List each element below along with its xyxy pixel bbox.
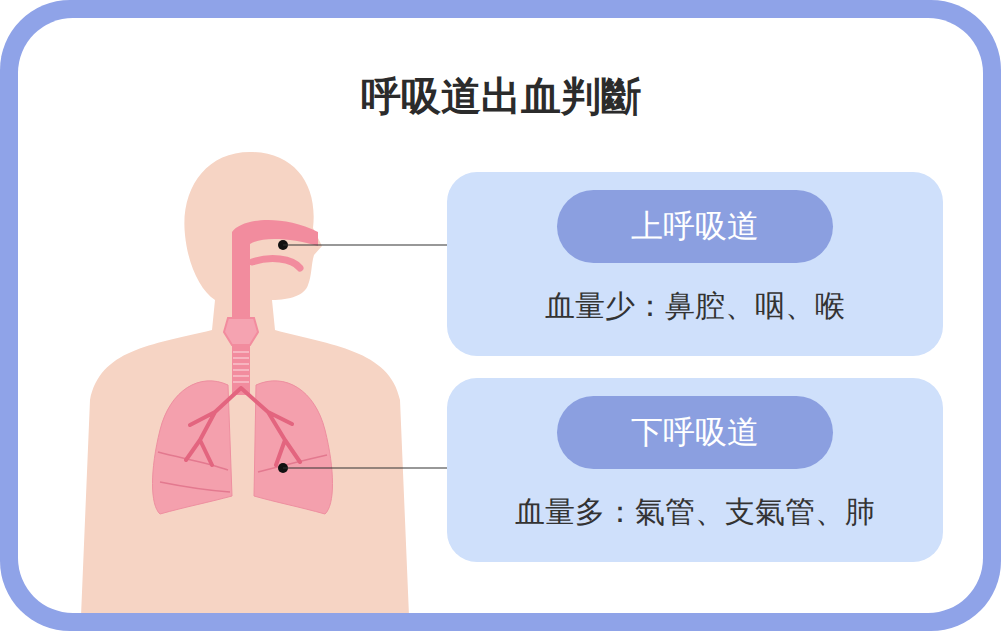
trachea-rings <box>233 352 249 382</box>
badge-label: 上呼吸道 <box>631 207 759 245</box>
upper-leader <box>283 244 447 245</box>
badge-label: 下呼吸道 <box>631 413 759 451</box>
trachea-ring <box>233 357 249 359</box>
lung-lobe-lines <box>158 452 327 492</box>
region-panel: 血量少：鼻腔、咽、喉上呼吸道 <box>447 172 943 356</box>
body-text: 血量多：氣管、支氣管、肺 <box>447 494 943 530</box>
bronchi <box>186 388 300 465</box>
trachea-ring <box>233 375 249 377</box>
mouth <box>252 259 300 268</box>
larynx <box>224 318 258 345</box>
lower-leader <box>283 467 447 468</box>
body-silhouette <box>80 152 410 613</box>
trachea-ring <box>233 351 249 353</box>
trachea-ring <box>233 363 249 365</box>
trachea-ring <box>233 381 249 383</box>
right-lung <box>254 381 333 514</box>
nasal-cavity <box>232 220 318 395</box>
body-text: 血量少：鼻腔、咽、喉 <box>447 288 943 324</box>
region-badge: 上呼吸道 <box>557 190 833 263</box>
trachea-ring <box>233 369 249 371</box>
region-panel: 血量多：氣管、支氣管、肺下呼吸道 <box>447 378 943 562</box>
left-lung <box>153 381 233 514</box>
title: 呼吸道出血判斷 <box>0 72 1001 120</box>
region-badge: 下呼吸道 <box>557 396 833 469</box>
